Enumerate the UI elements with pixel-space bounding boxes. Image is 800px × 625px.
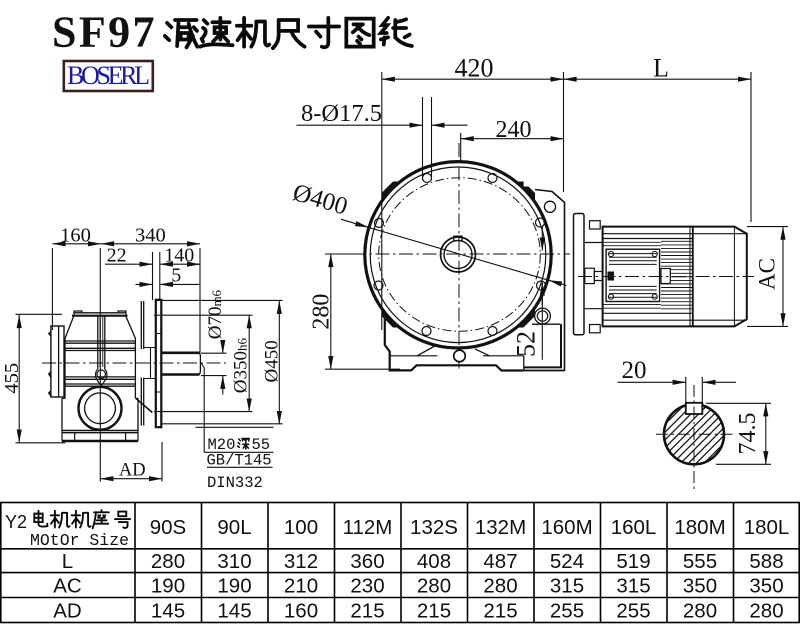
svg-text:180M: 180M bbox=[674, 516, 725, 539]
svg-text:145: 145 bbox=[151, 600, 185, 623]
svg-text:145: 145 bbox=[217, 600, 251, 623]
svg-text:360: 360 bbox=[350, 550, 384, 573]
svg-text:160: 160 bbox=[60, 225, 91, 247]
svg-text:230: 230 bbox=[350, 575, 384, 598]
svg-text:487: 487 bbox=[483, 550, 517, 573]
svg-text:Ø70m6: Ø70m6 bbox=[205, 289, 226, 339]
svg-text:AC: AC bbox=[755, 258, 780, 290]
svg-text:22: 22 bbox=[107, 245, 127, 267]
svg-text:90S: 90S bbox=[150, 516, 186, 539]
svg-text:588: 588 bbox=[749, 550, 783, 573]
svg-text:215: 215 bbox=[350, 600, 384, 623]
svg-text:420: 420 bbox=[455, 54, 494, 83]
svg-text:190: 190 bbox=[217, 575, 251, 598]
svg-text:215: 215 bbox=[483, 600, 517, 623]
svg-text:MOtOr Size: MOtOr Size bbox=[30, 531, 129, 550]
svg-text:74.5: 74.5 bbox=[735, 413, 761, 455]
svg-text:SF97: SF97 bbox=[52, 8, 157, 57]
svg-text:AD: AD bbox=[53, 600, 81, 623]
svg-text:350: 350 bbox=[683, 575, 717, 598]
svg-text:160L: 160L bbox=[611, 516, 657, 539]
svg-text:GB/T145: GB/T145 bbox=[207, 452, 272, 470]
svg-text:Y2: Y2 bbox=[5, 512, 27, 532]
svg-text:240: 240 bbox=[496, 117, 532, 143]
svg-text:L: L bbox=[653, 54, 669, 83]
svg-text:350: 350 bbox=[749, 575, 783, 598]
svg-text:555: 555 bbox=[683, 550, 717, 573]
svg-text:140: 140 bbox=[164, 245, 194, 267]
svg-text:AC: AC bbox=[53, 575, 82, 598]
svg-text:408: 408 bbox=[417, 550, 451, 573]
svg-text:132M: 132M bbox=[475, 516, 526, 539]
svg-text:Ø450: Ø450 bbox=[262, 340, 283, 382]
svg-text:AD: AD bbox=[119, 461, 146, 481]
svg-text:L: L bbox=[62, 550, 73, 573]
svg-text:52: 52 bbox=[512, 331, 541, 357]
svg-text:280: 280 bbox=[309, 294, 335, 330]
svg-text:90L: 90L bbox=[217, 516, 251, 539]
svg-text:280: 280 bbox=[749, 600, 783, 623]
svg-text:519: 519 bbox=[616, 550, 650, 573]
svg-text:132S: 132S bbox=[410, 516, 458, 539]
svg-text:280: 280 bbox=[151, 550, 185, 573]
svg-text:180L: 180L bbox=[744, 516, 790, 539]
svg-text:160M: 160M bbox=[541, 516, 592, 539]
svg-text:315: 315 bbox=[550, 575, 584, 598]
svg-text:8-Ø17.5: 8-Ø17.5 bbox=[301, 100, 382, 127]
svg-text:255: 255 bbox=[550, 600, 584, 623]
svg-text:160: 160 bbox=[284, 600, 318, 623]
svg-text:112M: 112M bbox=[343, 516, 393, 539]
svg-text:55: 55 bbox=[252, 436, 271, 454]
svg-text:M20: M20 bbox=[208, 436, 236, 454]
svg-text:5: 5 bbox=[171, 265, 181, 287]
svg-text:20: 20 bbox=[622, 357, 647, 384]
svg-text:DIN332: DIN332 bbox=[207, 474, 263, 492]
svg-text:280: 280 bbox=[683, 600, 717, 623]
svg-text:215: 215 bbox=[417, 600, 451, 623]
svg-text:312: 312 bbox=[284, 550, 318, 573]
svg-text:524: 524 bbox=[550, 550, 584, 573]
svg-text:210: 210 bbox=[284, 575, 318, 598]
svg-text:255: 255 bbox=[616, 600, 650, 623]
svg-text:340: 340 bbox=[135, 225, 166, 247]
svg-text:190: 190 bbox=[151, 575, 185, 598]
svg-text:315: 315 bbox=[616, 575, 650, 598]
svg-text:310: 310 bbox=[217, 550, 251, 573]
svg-text:100: 100 bbox=[284, 516, 318, 539]
svg-text:280: 280 bbox=[417, 575, 451, 598]
svg-text:Ø350h6: Ø350h6 bbox=[231, 337, 252, 393]
svg-text:280: 280 bbox=[483, 575, 517, 598]
svg-text:BOSERL: BOSERL bbox=[67, 61, 150, 90]
svg-text:455: 455 bbox=[1, 363, 23, 394]
